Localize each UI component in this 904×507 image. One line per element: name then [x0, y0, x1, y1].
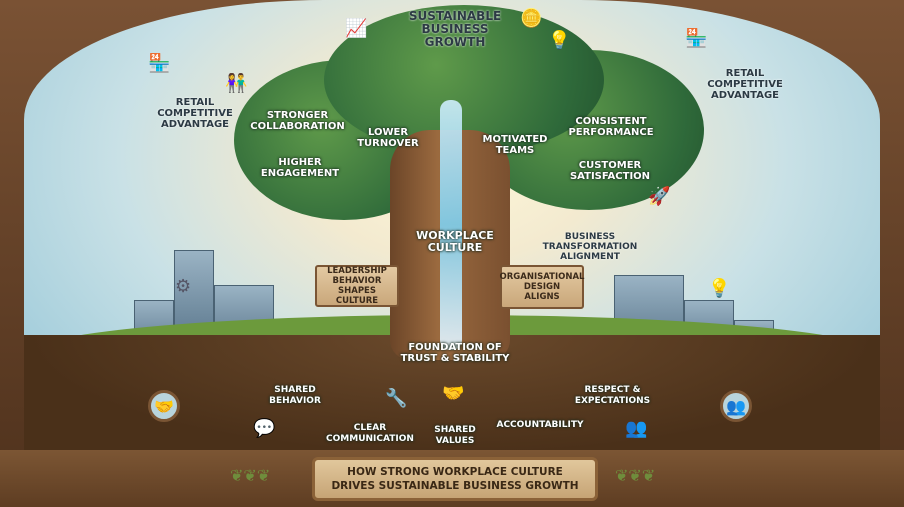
consistent-performance: Consistent Performance	[568, 116, 654, 138]
sky-background	[24, 0, 880, 450]
team-icon: 👥	[625, 418, 648, 439]
stronger-collaboration: Stronger Collaboration	[250, 110, 345, 132]
respect-expectations: Respect & Expectations	[574, 385, 651, 406]
coin-icon: 🪙	[520, 8, 543, 29]
customer-satisfaction: Customer Satisfaction	[569, 160, 651, 182]
workplace-culture: Workplace Culture	[416, 229, 494, 254]
light-stream	[440, 100, 462, 350]
caption-plaque: HOW STRONG WORKPLACE CULTURE DRIVES SUST…	[312, 457, 598, 501]
growth-chart-icon: 📈	[345, 18, 368, 39]
motivated-teams: Motivated Teams	[482, 134, 548, 156]
retail-advantage-left: Retail Competitive Advantage	[157, 97, 233, 130]
organisational-sign: Organisational Design Aligns	[500, 265, 584, 309]
rocket-icon: 🚀	[648, 186, 671, 207]
gear-icon: ⚙	[175, 276, 192, 297]
clear-communication: Clear Communication	[326, 423, 414, 444]
lower-turnover: Lower Turnover	[357, 127, 419, 149]
lightbulb-icon: 💡	[708, 278, 731, 299]
handshake-icon: 🤝	[442, 383, 465, 404]
title: Sustainable Business Growth	[408, 9, 502, 49]
store-icon: 🏪	[685, 28, 708, 49]
people-icon: 👫	[225, 73, 248, 94]
laurel-icon: ❦❦❦	[615, 466, 656, 485]
wrench-icon: 🔧	[385, 388, 408, 409]
leadership-sign: Leadership Behavior Shapes Culture	[315, 265, 399, 307]
accountability: Accountability	[496, 420, 584, 430]
higher-engagement: Higher Engagement	[260, 157, 340, 179]
business-transformation: Business Transformation Alignment	[542, 232, 638, 262]
laurel-icon: ❦❦❦	[230, 466, 271, 485]
chat-icon: 💬	[253, 418, 276, 439]
shared-behavior: Shared Behavior	[269, 385, 321, 406]
lightbulb-icon: 💡	[548, 30, 571, 51]
shared-values: Shared Values	[434, 425, 476, 446]
team-badge-icon: 👥	[720, 390, 752, 422]
retail-advantage-right: Retail Competitive Advantage	[707, 68, 783, 101]
store-icon: 🏪	[148, 53, 171, 74]
handshake-badge-icon: 🤝	[148, 390, 180, 422]
foundation-label: Foundation of Trust & Stability	[400, 342, 510, 364]
